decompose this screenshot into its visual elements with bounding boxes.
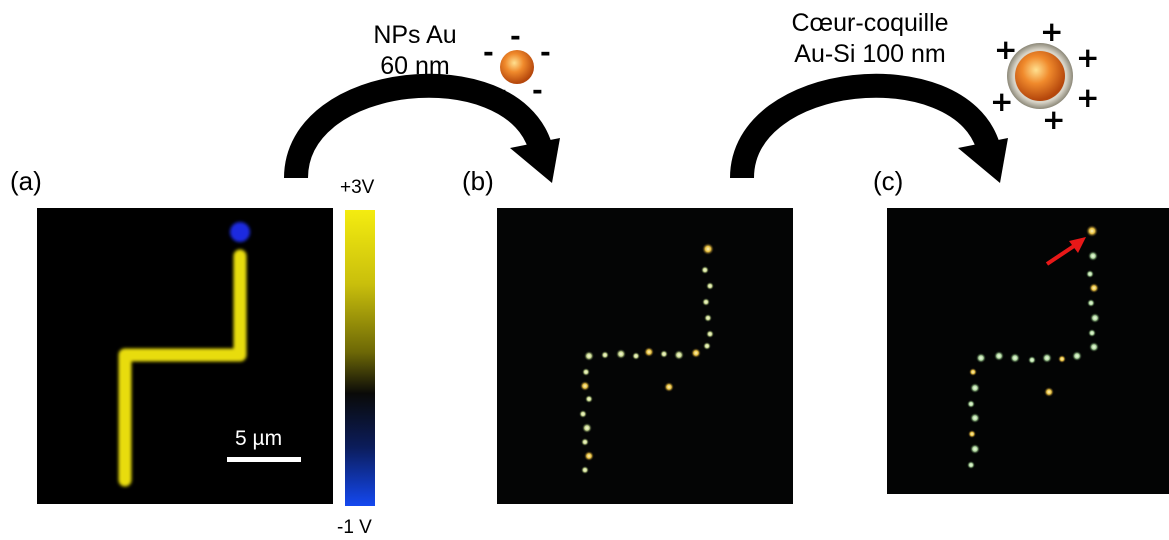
red-pointer-arrow [1045, 237, 1086, 266]
colorbar-top-label: +3V [340, 177, 375, 198]
plus-sign-5: + [1076, 81, 1100, 114]
electrode-pattern [118, 222, 301, 487]
plus-sign-3: + [1076, 41, 1100, 74]
plus-sign-2: + [994, 33, 1018, 66]
process-arrow-1-head [510, 138, 560, 183]
plus-sign-6: + [1042, 103, 1066, 136]
step1-caption: NPs Au 60 nm [350, 20, 480, 82]
minus-sign-2: - [483, 38, 494, 68]
particle-dots-b [579, 243, 714, 474]
nanoparticle-assembly-c [967, 225, 1100, 469]
scale-bar [227, 457, 301, 462]
charged-line [118, 249, 247, 487]
nanoparticle-assembly-b [579, 243, 714, 474]
panel-b-image [497, 208, 793, 504]
minus-sign-4: - [496, 76, 507, 106]
panel-b-label: (b) [462, 166, 494, 196]
minus-sign-3: - [540, 38, 551, 68]
minus-sign-5: - [532, 76, 543, 106]
plus-sign-1: + [1040, 15, 1064, 48]
panel-a-image: 5 µm [37, 208, 333, 504]
panel-c-label: (c) [873, 166, 904, 196]
plus-sign-4: + [990, 85, 1014, 118]
scale-bar-label: 5 µm [235, 427, 283, 450]
core-shell-core-icon [1015, 51, 1065, 101]
step2-line1: Cœur-coquille [791, 9, 949, 37]
process-arrow-2-head [958, 138, 1008, 183]
step2-caption: Cœur-coquille Au-Si 100 nm [765, 8, 975, 70]
step1-line1: NPs Au [373, 21, 457, 49]
negative-dot [230, 222, 250, 242]
process-arrow-2 [730, 73, 1000, 179]
minus-sign-1: - [510, 22, 521, 52]
colorbar [345, 210, 375, 506]
panel-c-image [887, 208, 1169, 494]
colorbar-bottom-label: -1 V [337, 517, 372, 538]
particle-dots-c [967, 225, 1100, 469]
step1-line2: 60 nm [380, 52, 450, 80]
step2-line2: Au-Si 100 nm [794, 40, 946, 68]
panel-a-label: (a) [10, 166, 42, 196]
